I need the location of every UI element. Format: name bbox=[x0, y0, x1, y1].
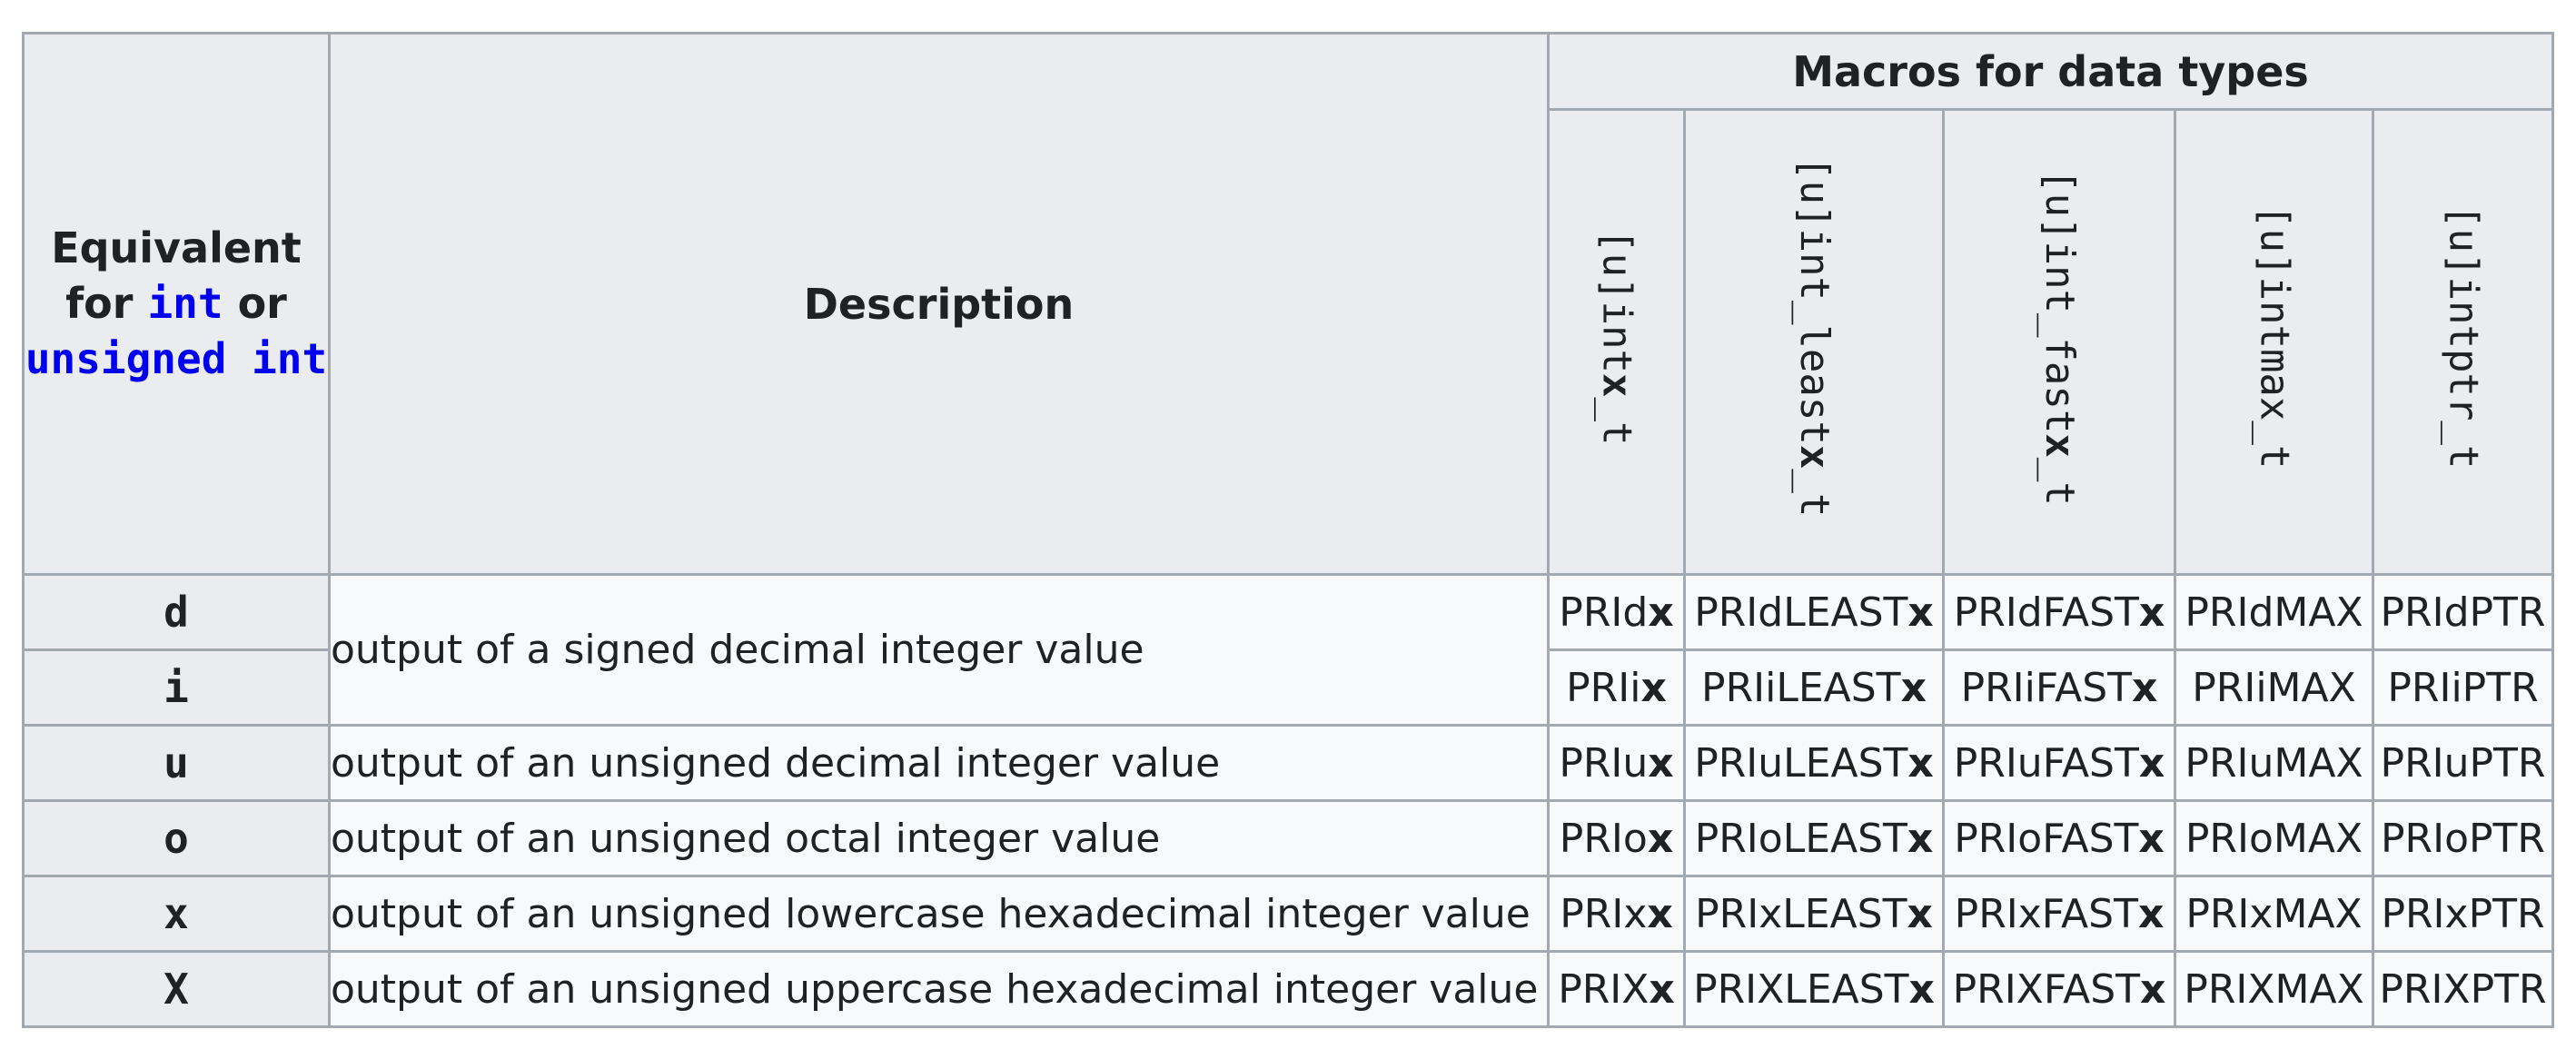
macro-cell: PRIXPTR bbox=[2371, 950, 2555, 1028]
type-header-intmax: [u]intmax_t bbox=[2174, 108, 2374, 576]
for-word: for bbox=[65, 279, 134, 328]
macro-cell: PRIxx bbox=[1547, 875, 1686, 953]
macro-cell: PRIdLEASTx bbox=[1683, 573, 1945, 651]
macro-cell: PRIuMAX bbox=[2174, 724, 2374, 802]
table-row: x output of an unsigned lowercase hexade… bbox=[22, 875, 2555, 953]
macro-cell: PRIxPTR bbox=[2371, 875, 2555, 953]
macros-group-header: Macros for data types bbox=[1546, 32, 2555, 111]
macro-cell: PRIoFASTx bbox=[1942, 799, 2176, 877]
macro-cell: PRIxFASTx bbox=[1942, 875, 2176, 953]
macro-cell: PRIox bbox=[1547, 799, 1686, 877]
macro-cell: PRIoLEASTx bbox=[1683, 799, 1945, 877]
macro-cell: PRIXLEASTx bbox=[1683, 950, 1945, 1028]
description-cell: output of a signed decimal integer value bbox=[328, 573, 1550, 727]
equivalent-header: Equivalent for int or unsigned int bbox=[22, 32, 331, 576]
macro-cell: PRIdFASTx bbox=[1942, 573, 2176, 651]
format-macros-table: Equivalent for int or unsigned int Descr… bbox=[22, 32, 2555, 1028]
macro-cell: PRIdPTR bbox=[2371, 573, 2555, 651]
macro-cell: PRIXMAX bbox=[2174, 950, 2374, 1028]
macro-cell: PRIux bbox=[1547, 724, 1686, 802]
description-cell: output of an unsigned decimal integer va… bbox=[328, 724, 1550, 802]
type-header-intptr: [u]intptr_t bbox=[2371, 108, 2555, 576]
type-header-intx: [u]intx_t bbox=[1547, 108, 1686, 576]
macro-cell: PRIXx bbox=[1547, 950, 1686, 1028]
type-label-intmax: [u]intmax_t bbox=[2251, 204, 2298, 470]
macro-cell: PRIuFASTx bbox=[1942, 724, 2176, 802]
specifier-cell: u bbox=[22, 724, 331, 802]
or-word: or bbox=[237, 279, 287, 328]
table-row: i PRIix PRIiLEASTx PRIiFASTx PRIiMAX PRI… bbox=[22, 648, 2555, 727]
macro-cell: PRIiPTR bbox=[2371, 648, 2555, 727]
macro-cell: PRIXFASTx bbox=[1942, 950, 2176, 1028]
table-row: o output of an unsigned octal integer va… bbox=[22, 799, 2555, 877]
type-label-intptr: [u]intptr_t bbox=[2440, 204, 2487, 470]
table-row: d output of a signed decimal integer val… bbox=[22, 573, 2555, 727]
macro-cell: PRIiMAX bbox=[2174, 648, 2374, 727]
macro-cell: PRIoMAX bbox=[2174, 799, 2374, 877]
int-keyword: int bbox=[147, 279, 223, 328]
type-header-int-least: [u]int_leastx_t bbox=[1683, 108, 1945, 576]
description-header: Description bbox=[328, 32, 1550, 576]
macro-cell: PRIxMAX bbox=[2174, 875, 2374, 953]
macro-cell: PRIix bbox=[1547, 648, 1686, 727]
type-label-intx: [u]intx_t bbox=[1593, 228, 1640, 446]
type-label-int-least: [u]int_leastx_t bbox=[1791, 156, 1838, 518]
macro-cell: PRIdMAX bbox=[2174, 573, 2374, 651]
table-row: X output of an unsigned uppercase hexade… bbox=[22, 950, 2555, 1028]
macro-cell: PRIxLEASTx bbox=[1683, 875, 1945, 953]
specifier-cell: X bbox=[22, 950, 331, 1028]
table-row: u output of an unsigned decimal integer … bbox=[22, 724, 2555, 802]
macro-cell: PRIdx bbox=[1547, 573, 1686, 651]
macro-cell: PRIuLEASTx bbox=[1683, 724, 1945, 802]
description-cell: output of an unsigned octal integer valu… bbox=[328, 799, 1550, 877]
specifier-cell: x bbox=[22, 875, 331, 953]
type-label-int-fast: [u]int_fastx_t bbox=[2036, 168, 2083, 506]
macro-cell: PRIiFASTx bbox=[1942, 648, 2176, 727]
macro-cell: PRIuPTR bbox=[2371, 724, 2555, 802]
specifier-cell: d bbox=[22, 573, 331, 651]
unsigned-int-keyword: unsigned int bbox=[25, 334, 328, 383]
type-header-int-fast: [u]int_fastx_t bbox=[1942, 108, 2176, 576]
macro-cell: PRIiLEASTx bbox=[1683, 648, 1945, 727]
macro-cell: PRIoPTR bbox=[2371, 799, 2555, 877]
equivalent-word: Equivalent bbox=[51, 223, 302, 272]
description-cell: output of an unsigned uppercase hexadeci… bbox=[328, 950, 1550, 1028]
description-cell: output of an unsigned lowercase hexadeci… bbox=[328, 875, 1550, 953]
specifier-cell: o bbox=[22, 799, 331, 877]
specifier-cell: i bbox=[22, 648, 331, 727]
